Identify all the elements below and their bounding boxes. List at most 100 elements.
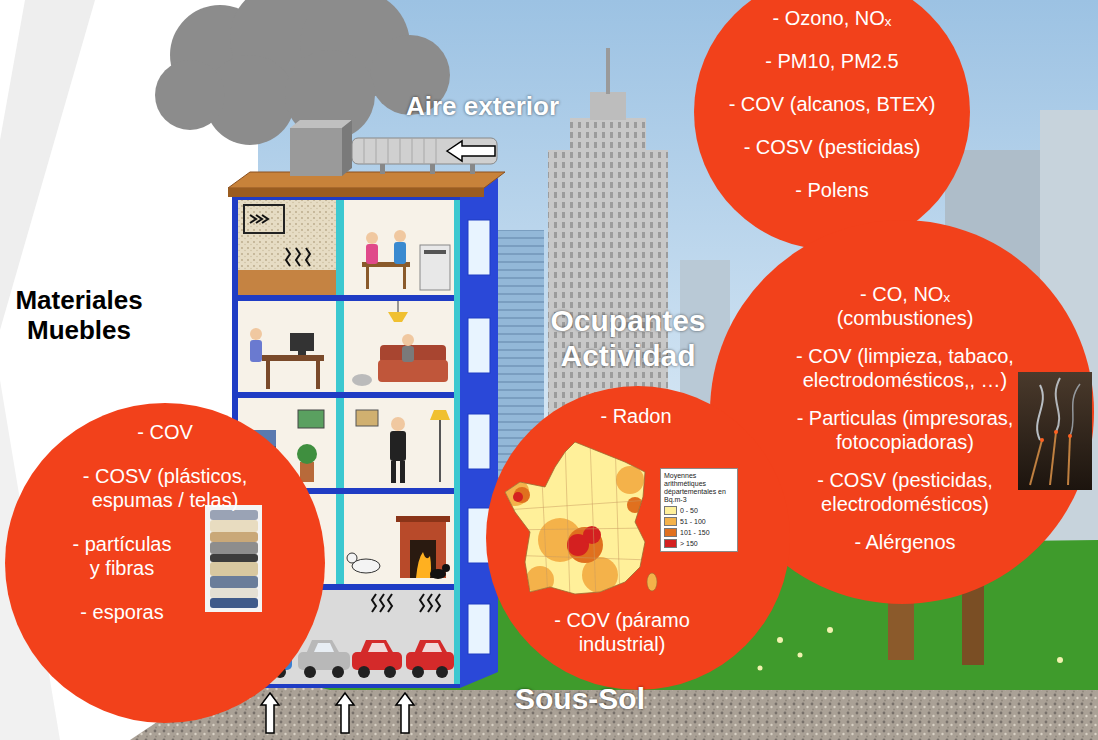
- legend-swatch: [664, 528, 677, 537]
- floor-4-rooms: [416, 552, 431, 578]
- circle-fill: [5, 403, 325, 723]
- foam-sample-photo: [210, 542, 258, 554]
- legend-title: Moyennes arithmétiques départementales e…: [664, 472, 734, 504]
- incense-photo: [1037, 385, 1043, 440]
- source-heading: Sous-Sol: [500, 682, 660, 717]
- source-circle: Aire exterior- Ozono, NOₓ- PM10, PM2.5- …: [694, 0, 970, 250]
- floor-3-rooms: [297, 444, 317, 464]
- floor-2-rooms: [388, 312, 408, 322]
- legend-range: 51 - 100: [680, 518, 706, 526]
- radon-map-france: [505, 440, 650, 600]
- floor-3-rooms: [400, 461, 405, 483]
- building: [468, 604, 490, 654]
- item-slot: - COV: [58, 420, 273, 444]
- grass: [777, 637, 783, 643]
- floor-2-rooms: [250, 340, 262, 362]
- incense-photo: [1018, 372, 1092, 490]
- building: [344, 494, 454, 584]
- foam-sample-photo: [210, 520, 258, 532]
- soil-arrows: [396, 693, 414, 733]
- pollutant-item: - COSV (pesticidas): [707, 135, 957, 159]
- floor-1-rooms: [394, 242, 406, 264]
- incense-photo: [1030, 440, 1042, 485]
- grass: [1057, 657, 1063, 663]
- item-slot: - COV (páramo industrial): [522, 608, 722, 656]
- floor-1-rooms: [238, 200, 336, 270]
- item-slot: - esporas: [47, 600, 197, 624]
- pollutant-item: - COSV (plásticos, espumas / telas): [58, 464, 273, 512]
- pollution-cloud: [155, 0, 450, 145]
- building: [468, 318, 490, 373]
- floor-2-rooms: [397, 301, 399, 312]
- floor-2-rooms: [290, 333, 314, 351]
- floor-2-rooms: [378, 360, 448, 382]
- floor-1-rooms: [394, 230, 406, 242]
- foam-sample-photo: [210, 588, 258, 598]
- source-heading: Materiales Muebles: [4, 286, 154, 346]
- roof: [228, 188, 484, 197]
- item-slot: - partículas y fibras: [68, 532, 176, 580]
- garage-cars: [406, 652, 454, 670]
- item-slot: - Particulas (impresoras, fotocopiadoras…: [755, 406, 1055, 454]
- foam-sample-photo: [205, 505, 262, 612]
- radon-map-france: [616, 466, 644, 494]
- soil-arrows: [336, 693, 354, 733]
- building: [336, 398, 344, 488]
- floor-2-rooms: [352, 374, 372, 386]
- floor-1-rooms: [250, 215, 268, 223]
- foam-sample-photo: [210, 562, 258, 576]
- pollutant-item: - partículas y fibras: [68, 532, 176, 580]
- floor-1-rooms: [420, 245, 450, 290]
- incense-photo: [1040, 438, 1044, 442]
- grass: [758, 666, 763, 671]
- floor-4-rooms: [347, 553, 357, 563]
- item-slot: - COV (alcanos, BTEX): [707, 92, 957, 116]
- floor-2-rooms: [402, 334, 414, 346]
- pollutant-item: - COV (limpieza, tabaco, electrodoméstic…: [755, 344, 1055, 392]
- floor-1-rooms: [366, 244, 378, 264]
- circle-fill: [694, 0, 970, 250]
- garage-cars: [304, 666, 316, 678]
- building: [336, 200, 344, 295]
- item-slot: - CO, NOₓ (combustiones): [815, 282, 995, 330]
- floor-1-rooms: [424, 250, 446, 254]
- floor-3-rooms: [356, 410, 378, 426]
- item-slot: - COSV (plásticos, espumas / telas): [58, 464, 273, 512]
- legend-range: > 150: [680, 540, 698, 548]
- floor-2-rooms: [250, 301, 448, 389]
- legend-swatch: [664, 539, 677, 548]
- soil-arrows: [261, 693, 414, 733]
- pollutant-item: - COSV (pesticidas, electrodomésticos): [755, 468, 1055, 516]
- floor-3-rooms: [439, 420, 441, 482]
- legend-row: > 150: [664, 539, 734, 548]
- air-intake-duct: [342, 120, 352, 176]
- heading-slot: Ocupantes Actividad: [528, 304, 728, 373]
- item-slot: - Alérgenos: [755, 530, 1055, 554]
- source-circle: Ocupantes Actividad- CO, NOₓ (combustion…: [710, 220, 1094, 604]
- pollutant-item: - Polens: [707, 178, 957, 202]
- pollutant-item: - Particulas (impresoras, fotocopiadoras…: [755, 406, 1055, 454]
- foam-sample-photo: [210, 576, 258, 588]
- legend-range: 101 - 150: [680, 529, 710, 537]
- legend-swatch: [664, 506, 677, 515]
- building: [460, 178, 498, 688]
- circle-shape: [694, 0, 970, 250]
- building: [454, 200, 460, 684]
- garage-cars: [384, 666, 396, 678]
- city-skyline: [570, 118, 646, 152]
- garage-cars: [332, 666, 344, 678]
- building: [238, 301, 336, 392]
- soil-arrows: [261, 693, 279, 733]
- floor-1-rooms: [244, 205, 284, 233]
- floor-2-rooms: [316, 361, 320, 389]
- floor-3-rooms: [298, 410, 324, 428]
- floor-1-rooms: [403, 267, 406, 289]
- floor-1-rooms: [366, 232, 378, 244]
- city-skyline: [590, 92, 626, 120]
- legend-row: 101 - 150: [664, 528, 734, 537]
- floor-3-rooms: [430, 410, 450, 420]
- floor-1-rooms: [238, 200, 450, 295]
- incense-photo: [1070, 384, 1080, 436]
- grass: [798, 653, 803, 658]
- item-slot: - COSV (pesticidas, electrodomésticos): [755, 468, 1055, 516]
